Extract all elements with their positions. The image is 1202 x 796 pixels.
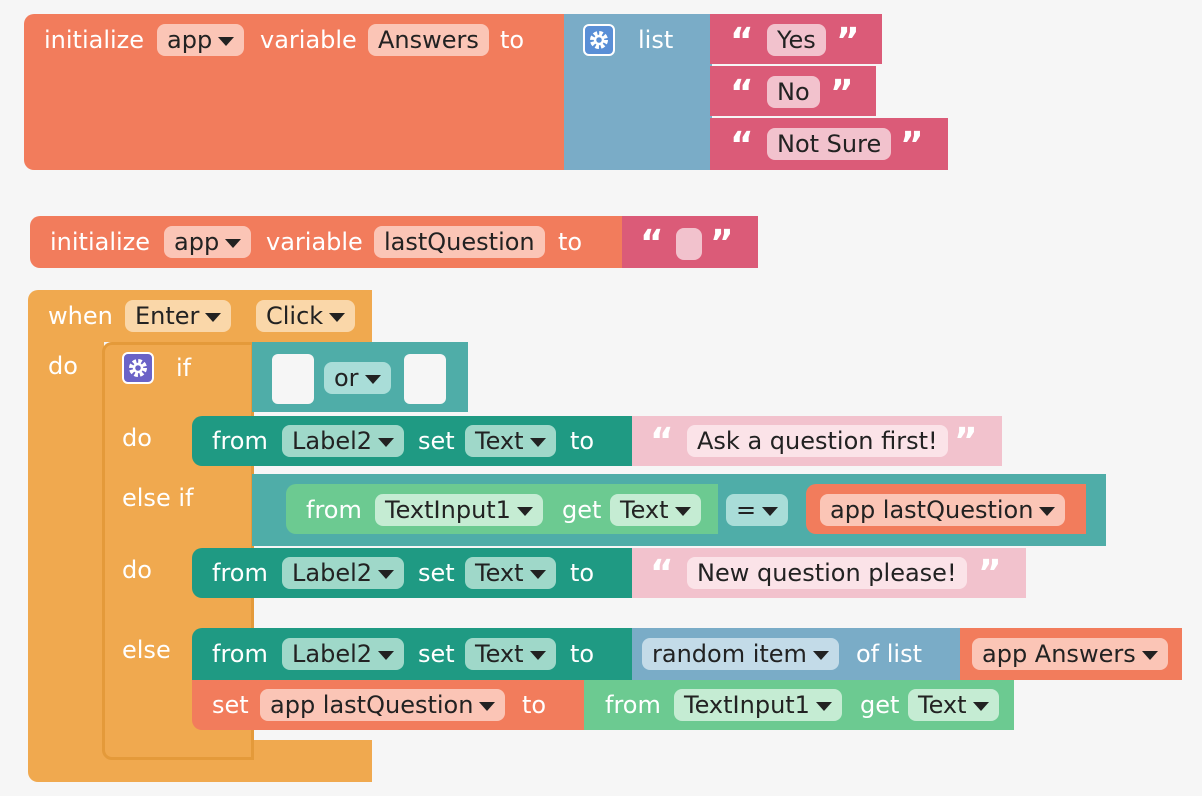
text-item-field[interactable]: No xyxy=(767,76,820,108)
text-item-field[interactable]: Yes xyxy=(767,24,826,56)
keyword-set: set xyxy=(418,427,455,455)
keyword-get: get xyxy=(860,691,900,719)
keyword-do: do xyxy=(48,352,78,380)
component-dropdown[interactable]: TextInput1 xyxy=(674,689,842,721)
keyword-to: to xyxy=(570,640,595,668)
keyword-set: set xyxy=(418,559,455,587)
compare-operator-dropdown[interactable]: = xyxy=(726,494,789,526)
event-block-body xyxy=(28,340,104,742)
variable-name-field[interactable]: Answers xyxy=(368,24,489,56)
empty-socket[interactable] xyxy=(272,354,314,404)
close-quote-icon: ” xyxy=(900,125,924,166)
text-value-field[interactable]: New question please! xyxy=(687,557,967,589)
component-dropdown[interactable]: Enter xyxy=(125,300,232,332)
keyword-to: to xyxy=(570,559,595,587)
keyword-from: from xyxy=(212,559,268,587)
scope-dropdown[interactable]: app xyxy=(157,24,245,56)
empty-text-field[interactable] xyxy=(676,228,702,260)
open-quote-icon: “ xyxy=(650,421,674,462)
close-quote-icon: ” xyxy=(954,421,978,462)
keyword-initialize: initialize xyxy=(44,26,145,54)
keyword-set: set xyxy=(418,640,455,668)
text-item-field[interactable]: Not Sure xyxy=(767,128,892,160)
open-quote-icon: “ xyxy=(640,223,664,264)
set-label-text-block[interactable] xyxy=(192,416,634,466)
keyword-of-list: of list xyxy=(856,640,923,668)
variable-dropdown[interactable]: app lastQuestion xyxy=(260,689,506,721)
component-dropdown[interactable]: Label2 xyxy=(282,425,405,457)
keyword-initialize: initialize xyxy=(50,228,151,256)
open-quote-icon: “ xyxy=(730,125,754,166)
variable-dropdown[interactable]: app lastQuestion xyxy=(820,494,1066,526)
scope-dropdown[interactable]: app xyxy=(164,226,252,258)
keyword-do: do xyxy=(122,424,152,452)
keyword-to: to xyxy=(500,26,525,54)
variable-name-field[interactable]: lastQuestion xyxy=(374,226,545,258)
keyword-to: to xyxy=(558,228,583,256)
keyword-to: to xyxy=(570,427,595,455)
property-dropdown[interactable]: Text xyxy=(465,425,556,457)
keyword-from: from xyxy=(212,640,268,668)
close-quote-icon: ” xyxy=(710,223,734,264)
component-dropdown[interactable]: Label2 xyxy=(282,557,405,589)
set-label-text-block[interactable] xyxy=(192,628,634,680)
keyword-from: from xyxy=(605,691,661,719)
keyword-from: from xyxy=(212,427,268,455)
keyword-from: from xyxy=(306,496,362,524)
variable-dropdown[interactable]: app Answers xyxy=(972,638,1168,670)
keyword-if: if xyxy=(176,354,192,382)
or-operator-dropdown[interactable]: or xyxy=(324,362,391,394)
keyword-variable: variable xyxy=(260,26,357,54)
set-label-text-block[interactable] xyxy=(192,548,634,598)
keyword-get: get xyxy=(562,496,602,524)
event-dropdown[interactable]: Click xyxy=(256,300,356,332)
property-dropdown[interactable]: Text xyxy=(465,557,556,589)
keyword-else-if: else if xyxy=(122,484,194,512)
open-quote-icon: “ xyxy=(730,21,754,62)
property-dropdown[interactable]: Text xyxy=(465,638,556,670)
open-quote-icon: “ xyxy=(650,553,674,594)
keyword-do: do xyxy=(122,556,152,584)
keyword-to: to xyxy=(522,691,547,719)
property-dropdown[interactable]: Text xyxy=(908,689,999,721)
text-value-field[interactable]: Ask a question first! xyxy=(687,425,948,457)
close-quote-icon: ” xyxy=(836,21,860,62)
keyword-set: set xyxy=(212,691,249,719)
empty-socket[interactable] xyxy=(404,354,446,404)
close-quote-icon: ” xyxy=(978,553,1002,594)
gear-icon[interactable] xyxy=(122,352,154,384)
close-quote-icon: ” xyxy=(830,73,854,114)
property-dropdown[interactable]: Text xyxy=(610,494,701,526)
keyword-list: list xyxy=(638,26,674,54)
gear-icon[interactable] xyxy=(583,24,615,56)
keyword-variable: variable xyxy=(266,228,363,256)
component-dropdown[interactable]: Label2 xyxy=(282,638,405,670)
list-operation-dropdown[interactable]: random item xyxy=(642,638,839,670)
keyword-when: when xyxy=(48,302,113,330)
component-dropdown[interactable]: TextInput1 xyxy=(375,494,543,526)
open-quote-icon: “ xyxy=(730,73,754,114)
keyword-else: else xyxy=(122,636,171,664)
